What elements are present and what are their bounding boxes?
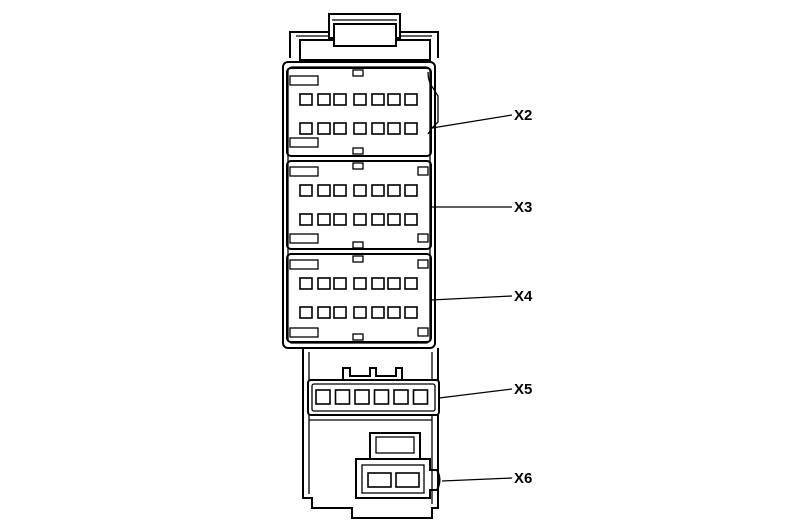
pin-cavity — [387, 213, 401, 226]
pin-cavity — [404, 122, 418, 135]
pin-cavity — [371, 184, 385, 197]
pin-cavity — [371, 213, 385, 226]
x2-label: X2 — [514, 107, 532, 124]
pin-cavity — [367, 472, 392, 488]
x6-connector — [355, 432, 441, 499]
x6-leader — [441, 477, 513, 482]
pin-cavity — [299, 184, 313, 197]
pin-cavity — [371, 277, 385, 290]
pin-cavity — [387, 277, 401, 290]
pin-cavity — [395, 472, 420, 488]
x5-pin-row — [315, 389, 429, 405]
pin-cavity — [333, 213, 347, 226]
x5-leader — [438, 388, 513, 399]
pin-cavity — [317, 122, 331, 135]
x3-pin-grid — [299, 184, 418, 226]
x2-leader — [431, 114, 513, 129]
pin-cavity — [333, 184, 347, 197]
pin-cavity — [317, 184, 331, 197]
pin-cavity — [393, 389, 409, 405]
pin-cavity — [371, 306, 385, 319]
pin-cavity — [371, 93, 385, 106]
pin-cavity — [299, 93, 313, 106]
pin-cavity — [404, 277, 418, 290]
pin-cavity — [373, 389, 390, 405]
x6-pin-row — [367, 472, 420, 488]
pin-cavity — [317, 93, 331, 106]
pin-cavity — [387, 184, 401, 197]
pin-cavity — [404, 306, 418, 319]
pin-cavity — [333, 93, 347, 106]
pin-cavity — [299, 277, 313, 290]
pin-cavity — [353, 213, 367, 226]
pin-cavity — [317, 213, 331, 226]
x3-label: X3 — [514, 199, 532, 216]
pin-cavity — [404, 184, 418, 197]
pin-cavity — [387, 93, 401, 106]
x5-label: X5 — [514, 381, 532, 398]
x2-pin-grid — [299, 93, 418, 135]
pin-cavity — [404, 93, 418, 106]
x5-connector — [307, 367, 440, 416]
x6-label: X6 — [514, 470, 532, 487]
pin-cavity — [315, 389, 331, 405]
pin-cavity — [353, 306, 367, 319]
pin-cavity — [317, 306, 331, 319]
pin-cavity — [333, 306, 347, 319]
pin-cavity — [371, 122, 385, 135]
pin-cavity — [299, 213, 313, 226]
pin-cavity — [404, 213, 418, 226]
x3-connector — [286, 160, 432, 250]
x4-leader — [430, 295, 513, 301]
pin-cavity — [353, 184, 367, 197]
pin-cavity — [353, 277, 367, 290]
pin-cavity — [333, 122, 347, 135]
lower-body — [302, 348, 439, 519]
x4-label: X4 — [514, 288, 533, 305]
pin-cavity — [387, 306, 401, 319]
pin-cavity — [354, 389, 370, 405]
x4-connector — [286, 253, 432, 343]
x4-pin-grid — [299, 277, 418, 319]
pin-cavity — [299, 306, 313, 319]
pin-cavity — [387, 122, 401, 135]
x2-connector — [286, 67, 439, 157]
pin-cavity — [353, 93, 367, 106]
pin-cavity — [333, 277, 347, 290]
pin-cavity — [412, 389, 429, 405]
leader-lines — [430, 114, 513, 482]
pin-cavity — [334, 389, 351, 405]
pin-cavity — [299, 122, 313, 135]
top-latch — [289, 13, 439, 61]
pin-cavity — [317, 277, 331, 290]
pin-cavity — [353, 122, 367, 135]
